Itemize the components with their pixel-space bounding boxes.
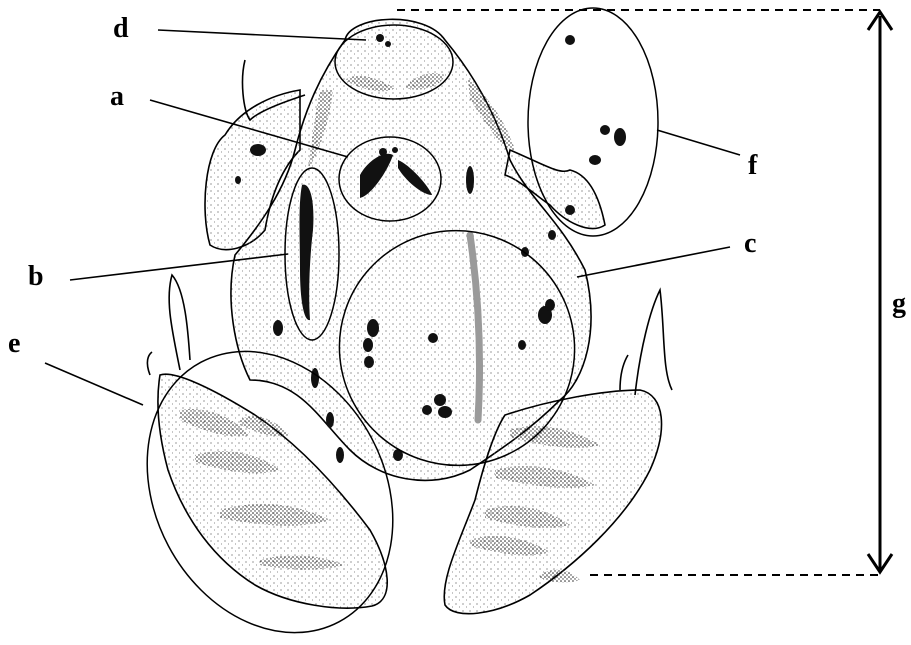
leader-f [657,130,740,155]
label-f: f [748,152,757,180]
leader-c [577,247,730,277]
frog-body [147,19,672,613]
label-g: g [892,290,906,318]
label-d: d [113,15,129,43]
label-a: a [110,83,124,111]
label-b: b [28,263,44,291]
leader-e [45,363,143,405]
label-e: e [8,330,20,358]
label-c: c [744,230,756,258]
leader-d [158,30,366,40]
